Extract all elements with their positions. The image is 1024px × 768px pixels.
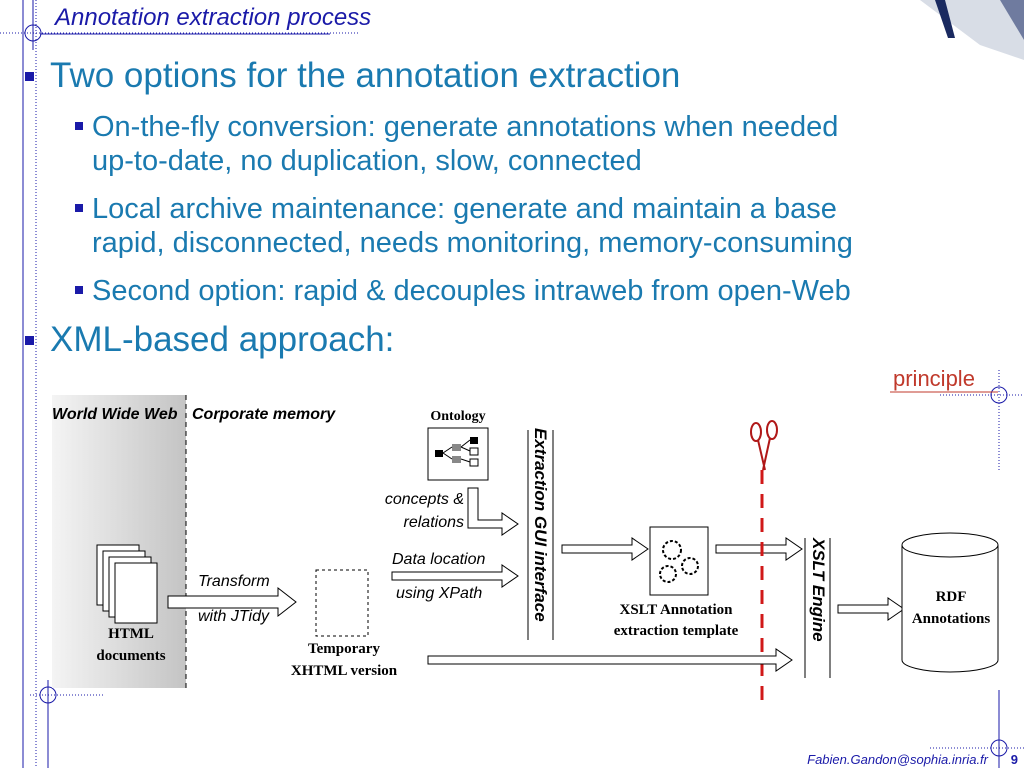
temp-label-1: Temporary: [308, 641, 380, 657]
www-region: [52, 395, 186, 688]
concepts-label-1: concepts &: [384, 491, 464, 508]
slide-title: Annotation extraction process: [55, 4, 372, 31]
footer-email: Fabien.Gandon@sophia.inria.fr: [807, 752, 988, 767]
scissors-icon: [750, 420, 778, 471]
bullet-level1: Two options for the annotation extractio…: [50, 56, 681, 95]
bullet-marker: [25, 336, 34, 345]
gui-to-template-arrow: [561, 537, 649, 561]
transform-arrow: [167, 586, 297, 618]
temp-to-engine-arrow: [427, 648, 793, 672]
html-label-1: HTML: [108, 626, 154, 642]
rdf-database-icon: [901, 532, 999, 673]
concepts-label-2: relations: [403, 514, 464, 531]
rdf-label-1: RDF: [935, 589, 967, 605]
bullet-marker: [75, 122, 83, 130]
bullet-level2: Second option: rapid & decouples intrawe…: [92, 275, 851, 307]
data-location-label: Data location: [392, 551, 486, 568]
bullet-level2: Local archive maintenance: generate and …: [92, 193, 837, 225]
temp-xhtml-icon: [315, 569, 369, 637]
ontology-label: Ontology: [430, 409, 486, 424]
principle-label: principle: [893, 366, 975, 391]
gears-icon: [649, 526, 709, 596]
gui-label: Extraction GUI interface: [531, 428, 550, 622]
concepts-arrow: [467, 487, 519, 536]
www-label: World Wide Web: [52, 406, 178, 423]
bullet-level2-continuation: up-to-date, no duplication, slow, connec…: [92, 145, 642, 177]
corporate-memory-label: Corporate memory: [192, 406, 336, 423]
xslt-engine-label: XSLT Engine: [809, 538, 828, 642]
transform-label: Transform: [198, 573, 270, 590]
bullet-level2: On-the-fly conversion: generate annotati…: [92, 111, 839, 143]
using-xpath-label: using XPath: [396, 585, 483, 602]
bullet-level1: XML-based approach:: [50, 320, 395, 359]
html-label-2: documents: [96, 648, 166, 664]
with-jtidy-label: with JTidy: [198, 608, 269, 625]
bullet-marker: [75, 286, 83, 294]
rdf-label-2: Annotations: [911, 611, 991, 627]
html-documents-icon: [96, 544, 158, 624]
xslt-template-label-2: extraction template: [613, 623, 739, 639]
bullet-level2-continuation: rapid, disconnected, needs monitoring, m…: [92, 227, 853, 259]
ontology-icon: [427, 427, 489, 481]
data-location-arrow: [391, 564, 519, 588]
bullet-marker: [25, 72, 34, 81]
xslt-template-label-1: XSLT Annotation: [619, 602, 733, 618]
page-number: 9: [1010, 752, 1018, 767]
engine-to-rdf-arrow: [837, 597, 905, 621]
bullet-marker: [75, 204, 83, 212]
template-to-engine-arrow: [715, 537, 803, 561]
principle-underline: [890, 391, 998, 393]
temp-label-2: XHTML version: [290, 663, 398, 679]
